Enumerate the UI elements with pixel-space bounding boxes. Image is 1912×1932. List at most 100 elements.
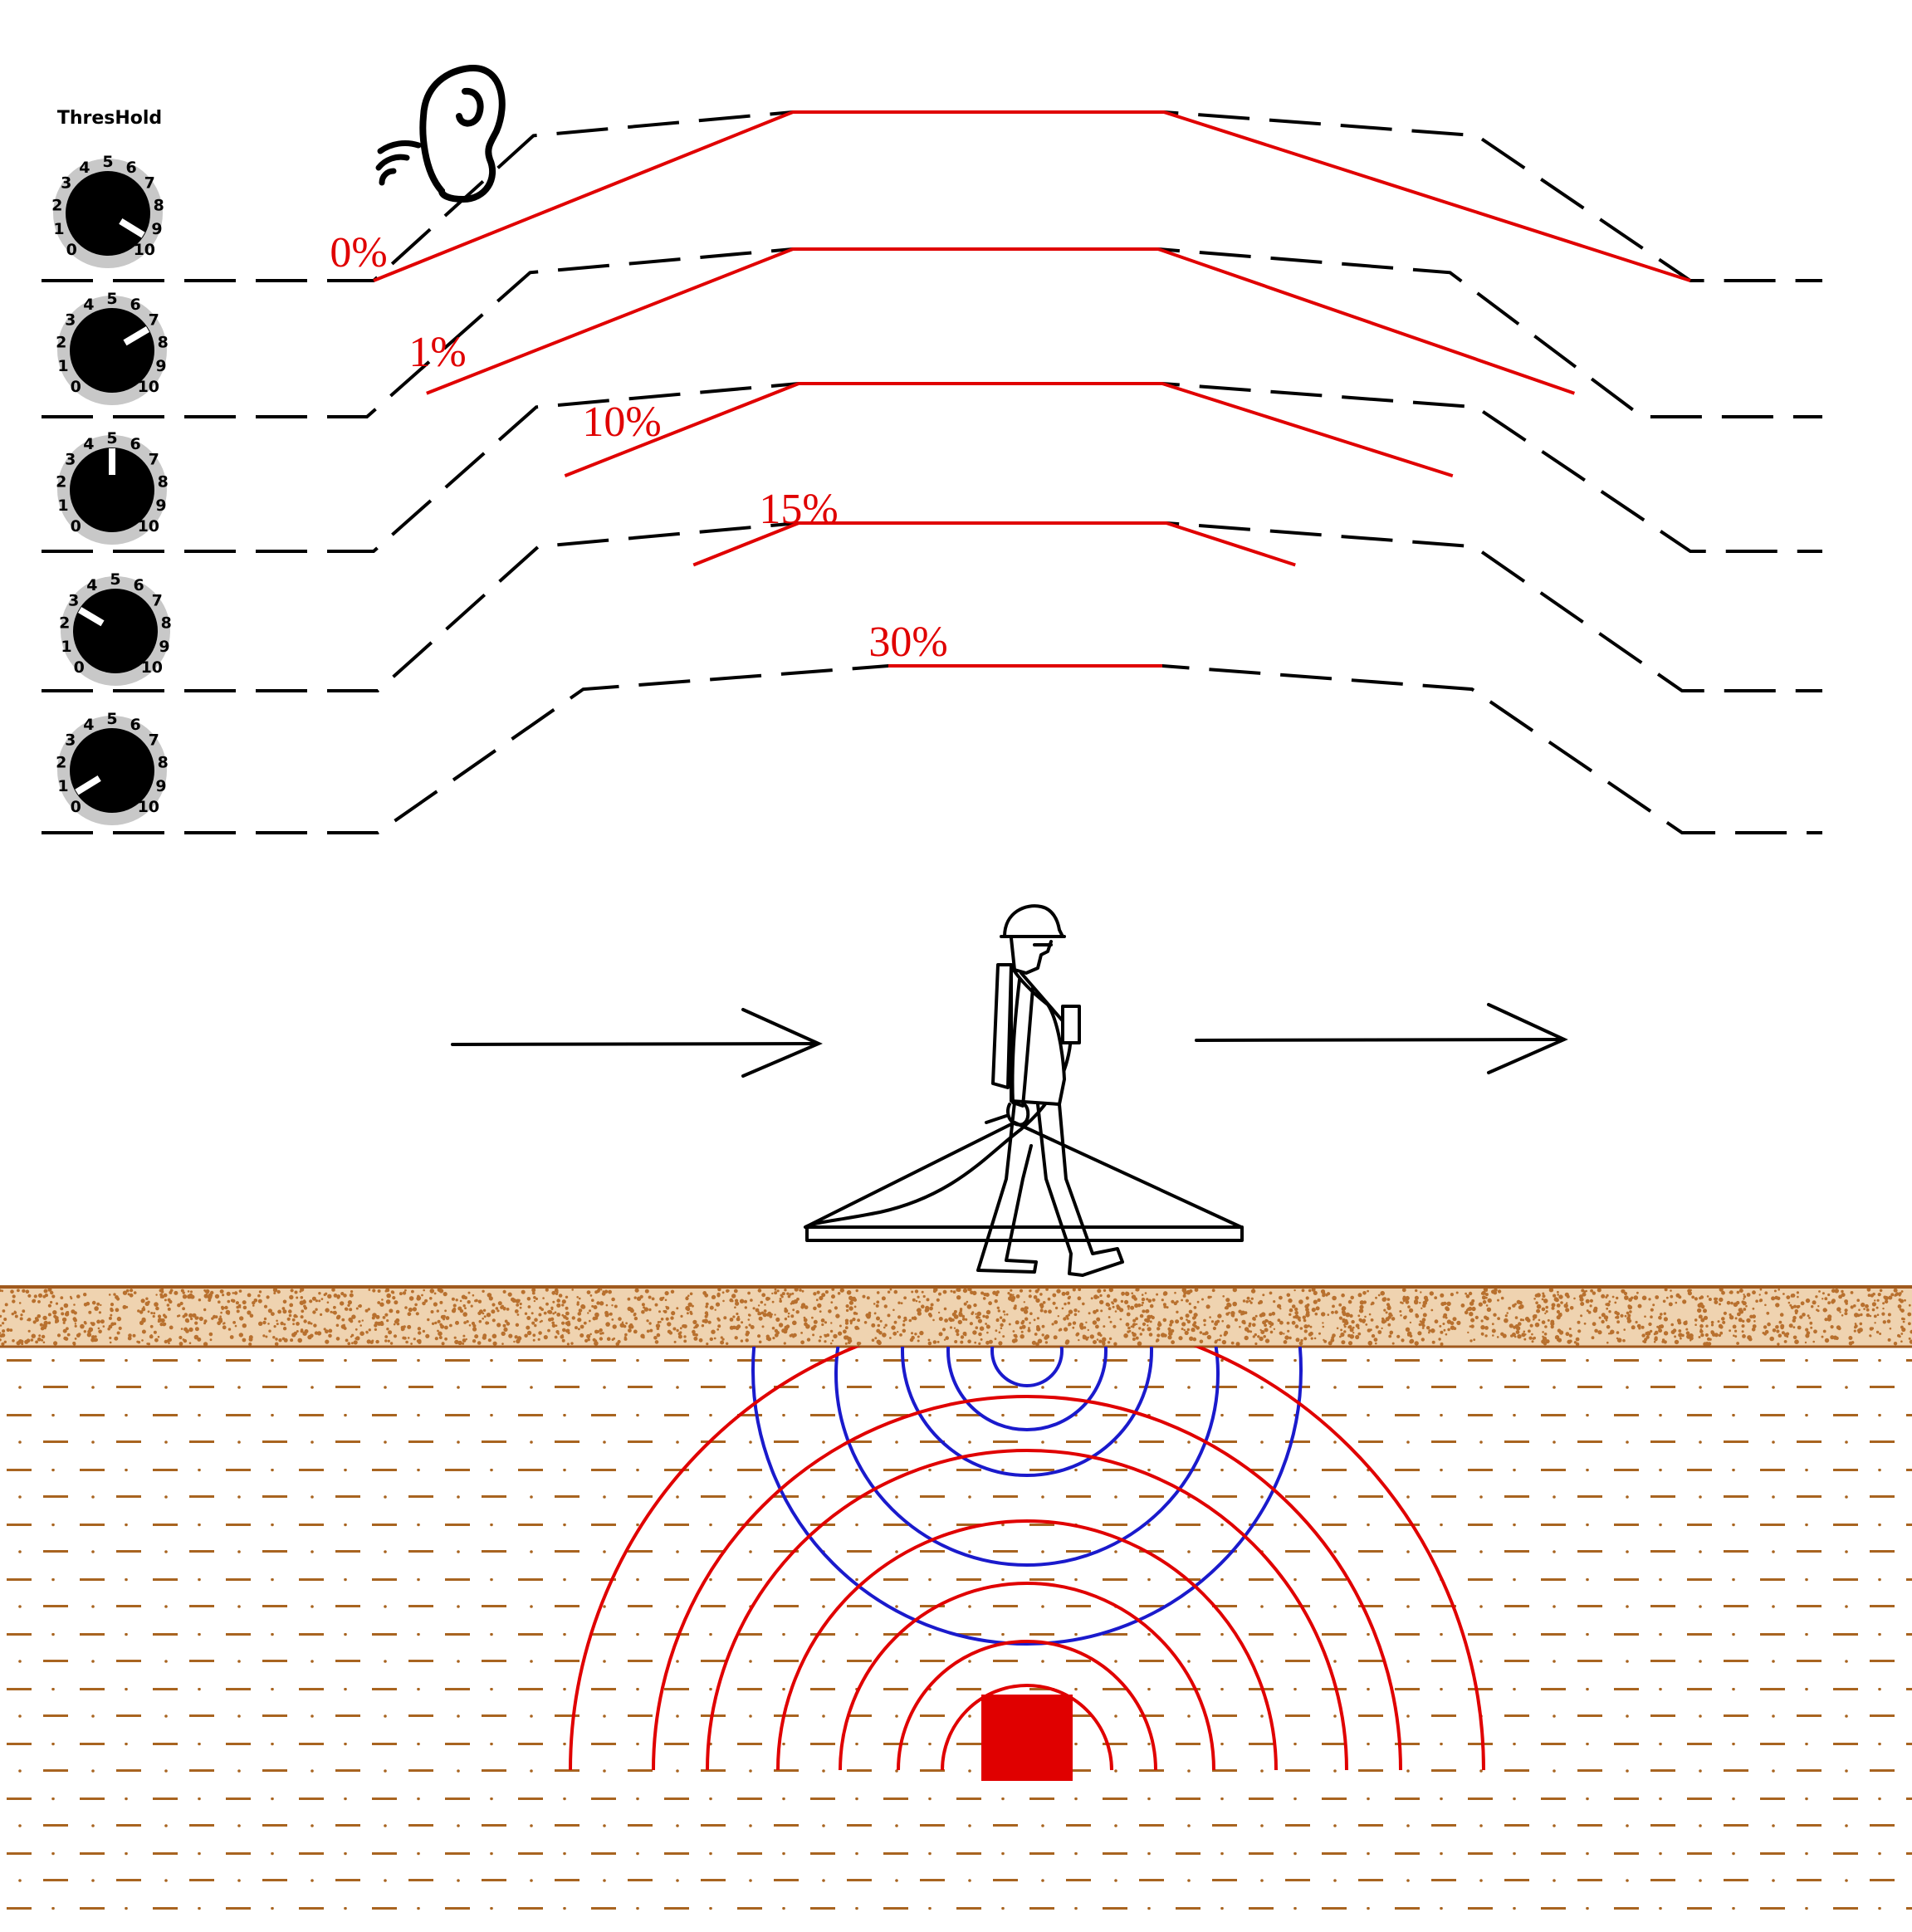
dial-number: 5 — [106, 290, 117, 308]
dial-number: 6 — [130, 296, 140, 314]
target-field-arc — [941, 1684, 1113, 1771]
dial-number: 10 — [138, 378, 159, 396]
dial-number: 3 — [68, 592, 79, 610]
dial-number: 3 — [65, 731, 76, 750]
target-field-arc — [652, 1395, 1402, 1771]
trace-label-30pct: 30% — [868, 619, 947, 666]
trace-baseline — [42, 247, 1822, 418]
dial-number: 0 — [74, 658, 85, 677]
dial-knob — [66, 171, 150, 256]
dial-number: 3 — [65, 451, 76, 469]
trace-label-10pct: 10% — [582, 399, 661, 446]
signal-trace-3 — [42, 382, 1822, 553]
target-field-arcs — [569, 1347, 1485, 1771]
target-field-arc — [839, 1582, 1215, 1771]
dial-number: 7 — [149, 451, 159, 469]
dial-number: 8 — [154, 196, 164, 214]
ground — [0, 1285, 1912, 1932]
operator-with-detector-icon — [804, 904, 1244, 1277]
dial-number: 6 — [130, 716, 140, 734]
detector-field-arcs — [751, 1347, 1303, 1646]
dial-number: 4 — [79, 159, 90, 177]
signal-trace-2 — [42, 247, 1822, 418]
dial-number: 0 — [71, 798, 81, 816]
dial-number: 5 — [106, 710, 117, 728]
dial-number: 0 — [71, 378, 81, 396]
trace-baseline — [42, 521, 1822, 692]
dial-number: 5 — [106, 429, 117, 448]
topsoil-speckle — [0, 1287, 1912, 1347]
dial-number: 7 — [152, 592, 163, 610]
dial-number: 10 — [141, 658, 163, 677]
dial-number: 2 — [56, 472, 66, 491]
dial-number: 0 — [66, 241, 77, 259]
dial-number: 3 — [65, 311, 76, 330]
detector-field-arc — [901, 1347, 1153, 1477]
trace-baseline — [42, 664, 1822, 834]
trace-signal-segment — [692, 521, 1296, 567]
dial-pointer — [123, 326, 150, 346]
dial-number: 6 — [133, 576, 144, 594]
dial-pointer — [77, 607, 105, 627]
signal-trace-5 — [42, 664, 1822, 834]
dial-number: 2 — [51, 196, 62, 214]
dial-number: 7 — [149, 311, 159, 330]
trace-signal-segment — [426, 247, 1576, 395]
dial-number: 9 — [155, 777, 166, 795]
trace-baseline — [42, 382, 1822, 553]
detector-field-arc — [834, 1347, 1220, 1567]
target-field-arc — [706, 1449, 1348, 1771]
detector-field-arc — [946, 1347, 1108, 1431]
trace-baseline — [42, 110, 1822, 282]
dial-knob — [70, 448, 154, 532]
dial-number: 3 — [61, 174, 71, 193]
dial-number: 5 — [110, 570, 120, 589]
detector-field-arc — [990, 1347, 1064, 1387]
subsoil-layer — [0, 1347, 1912, 1932]
dial-number: 1 — [57, 357, 68, 375]
dial-number: 9 — [151, 220, 162, 238]
dial-number: 1 — [57, 496, 68, 515]
dial-number: 4 — [83, 296, 94, 314]
dial-number: 10 — [138, 798, 159, 816]
signal-traces — [42, 110, 1822, 834]
arrow-right-icon — [1195, 1003, 1568, 1074]
dial-number: 9 — [155, 357, 166, 375]
dial-number: 2 — [59, 614, 70, 632]
dial-knob — [70, 308, 154, 393]
dial-number: 9 — [159, 638, 169, 656]
dial-number: 4 — [83, 716, 94, 734]
dial-number: 9 — [155, 496, 166, 515]
dial-number: 8 — [158, 333, 169, 351]
trace-label-15pct: 15% — [759, 486, 838, 533]
dial-number: 6 — [130, 435, 140, 453]
dial-number: 8 — [158, 753, 169, 771]
dial-number: 10 — [138, 517, 159, 536]
dial-number: 7 — [149, 731, 159, 750]
buried-target-icon — [981, 1695, 1073, 1781]
dial-knob — [70, 728, 154, 813]
dial-number: 1 — [53, 220, 64, 238]
dial-number: 4 — [86, 576, 97, 594]
dial-number: 2 — [56, 753, 66, 771]
detector-field-arc — [751, 1347, 1303, 1646]
target-field-arc — [569, 1347, 1485, 1771]
signal-trace-4 — [42, 521, 1822, 692]
dial-number: 5 — [102, 153, 113, 171]
dial-number: 8 — [161, 614, 172, 632]
dial-pointer — [75, 775, 101, 795]
dial-number: 0 — [71, 517, 81, 536]
dial-number: 8 — [158, 472, 169, 491]
trace-label-1pct: 1% — [408, 329, 466, 376]
dial-number: 7 — [144, 174, 155, 193]
dial-number: 1 — [57, 777, 68, 795]
trace-label-0pct: 0% — [330, 229, 387, 276]
dial-number: 10 — [134, 241, 155, 259]
